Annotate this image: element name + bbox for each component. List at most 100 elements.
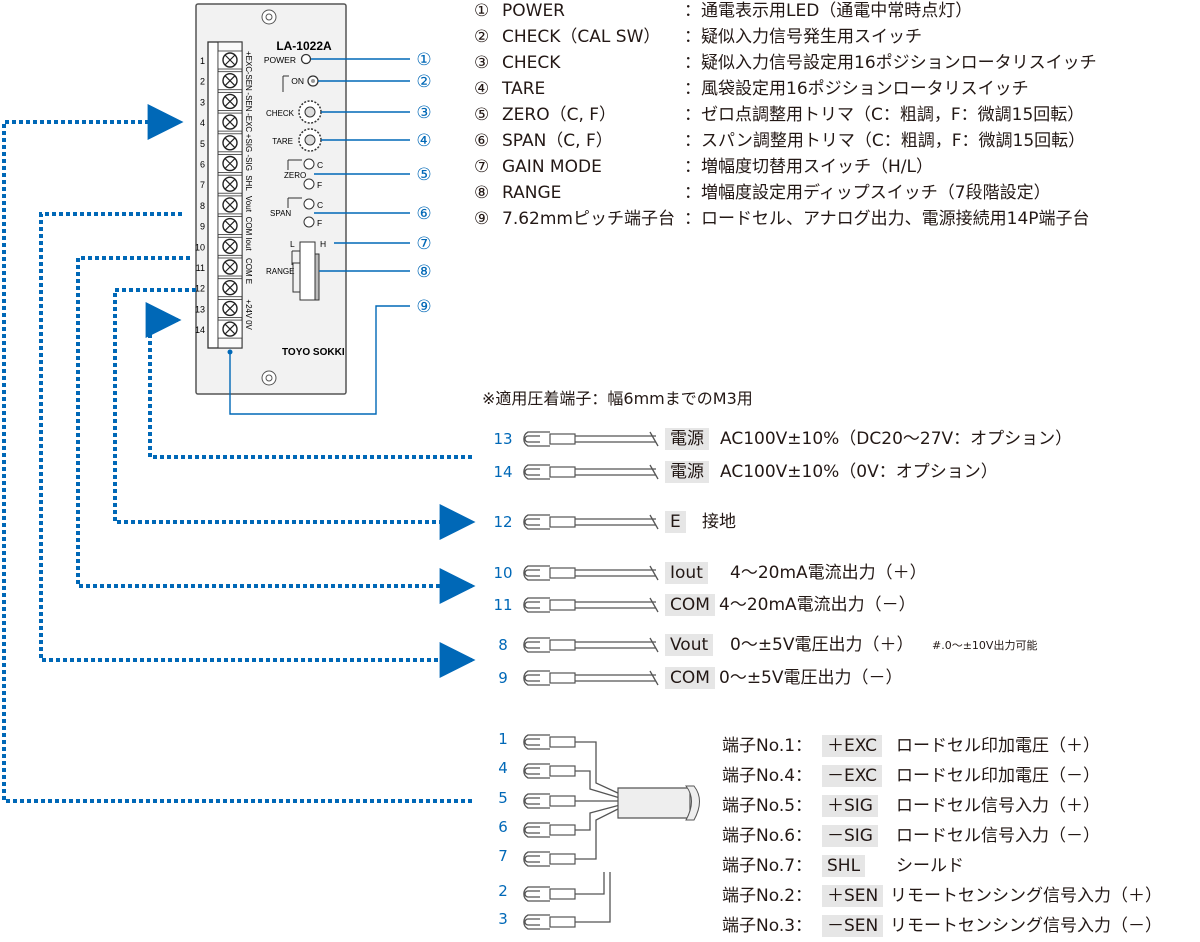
terminal-number: 8 bbox=[200, 201, 205, 211]
terminal-number: 1 bbox=[200, 56, 205, 66]
legend-marker: ⑧ bbox=[474, 183, 490, 203]
gain-l-label: L bbox=[290, 239, 295, 249]
wire-desc: 4〜20mA電流出力（＋） bbox=[730, 563, 927, 583]
cable-row-tag: －SIG bbox=[822, 825, 878, 847]
legend-marker: ③ bbox=[474, 53, 490, 73]
screw-slot-icon bbox=[224, 240, 236, 252]
screw-slot-icon bbox=[224, 323, 236, 335]
legend-desc: ：スパン調整用トリマ（C：粗調，F：微調15回転） bbox=[684, 131, 1086, 151]
legend-desc: ：増幅度切替用スイッチ（H/L） bbox=[684, 157, 933, 177]
terminal-label: +24V bbox=[244, 299, 253, 319]
cable-row-tag: －EXC bbox=[822, 765, 883, 787]
cable-row-desc: シールド bbox=[896, 856, 964, 876]
cable-row-desc: リモートセンシング信号入力（＋） bbox=[890, 886, 1162, 906]
wire-number: 11 bbox=[493, 596, 513, 614]
crimp-lug-icon bbox=[523, 914, 550, 930]
wire-number: 9 bbox=[498, 669, 508, 687]
legend-desc: ：風袋設定用16ポジションロータリスイッチ bbox=[684, 79, 1029, 99]
legend-desc: ：増幅度設定用ディップスイッチ（7段階設定） bbox=[684, 183, 1051, 203]
wire-desc: 0〜±5V電圧出力（＋） bbox=[730, 635, 914, 655]
cable-wire-number: 4 bbox=[498, 759, 508, 777]
legend-marker: ⑤ bbox=[474, 105, 490, 125]
wire-number: 13 bbox=[493, 430, 513, 448]
gain-h-label: H bbox=[320, 239, 326, 249]
legend-marker: ④ bbox=[474, 79, 490, 99]
zero-f-label: F bbox=[317, 180, 322, 190]
wire-desc: 接地 bbox=[702, 512, 736, 532]
legend-desc: ：ロードセル、アナログ出力、電源接続用14P端子台 bbox=[684, 209, 1090, 229]
span-fine-trimmer-icon[interactable] bbox=[303, 216, 315, 228]
wire-tag: COM bbox=[665, 667, 715, 689]
screw-slot-icon bbox=[224, 54, 236, 66]
terminal-label: SHL bbox=[244, 175, 253, 191]
crimp-lug-icon bbox=[523, 514, 550, 530]
screw-slot-icon bbox=[224, 95, 236, 107]
terminal-number: 10 bbox=[195, 242, 205, 252]
model-label: LA-1022A bbox=[276, 39, 332, 53]
wire-desc: 0〜±5V電圧出力（－） bbox=[719, 668, 903, 688]
terminal-number: 2 bbox=[200, 77, 205, 87]
power-label: POWER bbox=[264, 55, 296, 65]
terminal-label: -SEN bbox=[244, 92, 253, 111]
span-c-label: C bbox=[317, 200, 323, 210]
terminal-number: 7 bbox=[200, 180, 205, 190]
legend-label: RANGE bbox=[502, 183, 562, 203]
crimp-lug-icon bbox=[523, 851, 550, 867]
cable-wire-number: 6 bbox=[498, 818, 508, 836]
wire-number: 12 bbox=[493, 513, 513, 531]
wire-tag: Vout bbox=[665, 634, 714, 656]
wire-number: 14 bbox=[493, 463, 513, 481]
screw-slot-icon bbox=[224, 261, 236, 273]
crimp-lug-icon bbox=[523, 793, 550, 809]
cable-row-tag: －SEN bbox=[822, 915, 884, 937]
crimp-lug-icon bbox=[523, 822, 550, 838]
callout-marker: ③ bbox=[416, 103, 431, 123]
cable-wire-number: 1 bbox=[498, 730, 508, 748]
wire-number: 10 bbox=[493, 564, 513, 582]
terminal-number: 4 bbox=[200, 118, 205, 128]
terminal-number: 3 bbox=[200, 97, 205, 107]
terminal-number: 12 bbox=[195, 284, 205, 294]
cable-row-prefix: 端子No.7： bbox=[722, 856, 813, 876]
crimp-lug-icon bbox=[523, 431, 550, 447]
cable-row-desc: ロードセル信号入力（－） bbox=[896, 826, 1100, 846]
power-led-icon bbox=[300, 53, 312, 65]
terminal-label: Vout bbox=[244, 196, 253, 213]
legend-label: 7.62mmピッチ端子台 bbox=[502, 209, 675, 229]
cable-row-prefix: 端子No.1： bbox=[722, 736, 813, 756]
terminal-label: -SEN bbox=[244, 72, 253, 91]
check-label: CHECK bbox=[266, 109, 295, 118]
terminal-number: 11 bbox=[196, 263, 205, 273]
loadcell-cable bbox=[523, 734, 700, 930]
zero-fine-trimmer-icon[interactable] bbox=[303, 178, 315, 190]
cable-row-prefix: 端子No.4： bbox=[722, 766, 813, 786]
cable-row-desc: リモートセンシング信号入力（－） bbox=[890, 916, 1162, 936]
cable-row-desc: ロードセル印加電圧（＋） bbox=[896, 736, 1100, 756]
wire-desc: 4〜20mA電流出力（－） bbox=[719, 595, 916, 615]
callout-marker: ② bbox=[416, 72, 431, 92]
span-coarse-trimmer-icon[interactable] bbox=[303, 198, 315, 210]
legend-label: CHECK bbox=[502, 53, 561, 73]
range-dip-switch-icon[interactable] bbox=[299, 241, 316, 301]
maker-label: TOYO SOKKI bbox=[282, 347, 345, 358]
cable-row-prefix: 端子No.5： bbox=[722, 796, 813, 816]
screw-slot-icon bbox=[224, 302, 236, 314]
wire-number: 8 bbox=[498, 636, 508, 654]
terminal-label: +EXC bbox=[244, 51, 253, 72]
crimp-lug-icon bbox=[523, 734, 550, 750]
range-label: RANGE bbox=[266, 267, 294, 276]
screw-slot-icon bbox=[224, 199, 236, 211]
on-label: ON bbox=[291, 76, 304, 86]
terminal-label: COM bbox=[244, 217, 253, 236]
crimp-lug-icon bbox=[523, 763, 550, 779]
legend-marker: ⑦ bbox=[474, 157, 490, 177]
legend-label: CHECK（CAL SW） bbox=[502, 27, 661, 47]
terminal-number: 6 bbox=[200, 160, 205, 170]
zero-coarse-trimmer-icon[interactable] bbox=[303, 158, 315, 170]
screw-slot-icon bbox=[224, 282, 236, 294]
terminal-label: Iout bbox=[244, 237, 253, 251]
crimp-lug-icon bbox=[523, 637, 550, 653]
legend-marker: ⑨ bbox=[474, 209, 490, 229]
cable-row-desc: ロードセル信号入力（＋） bbox=[896, 796, 1100, 816]
cable-wire-number: 2 bbox=[498, 882, 508, 900]
